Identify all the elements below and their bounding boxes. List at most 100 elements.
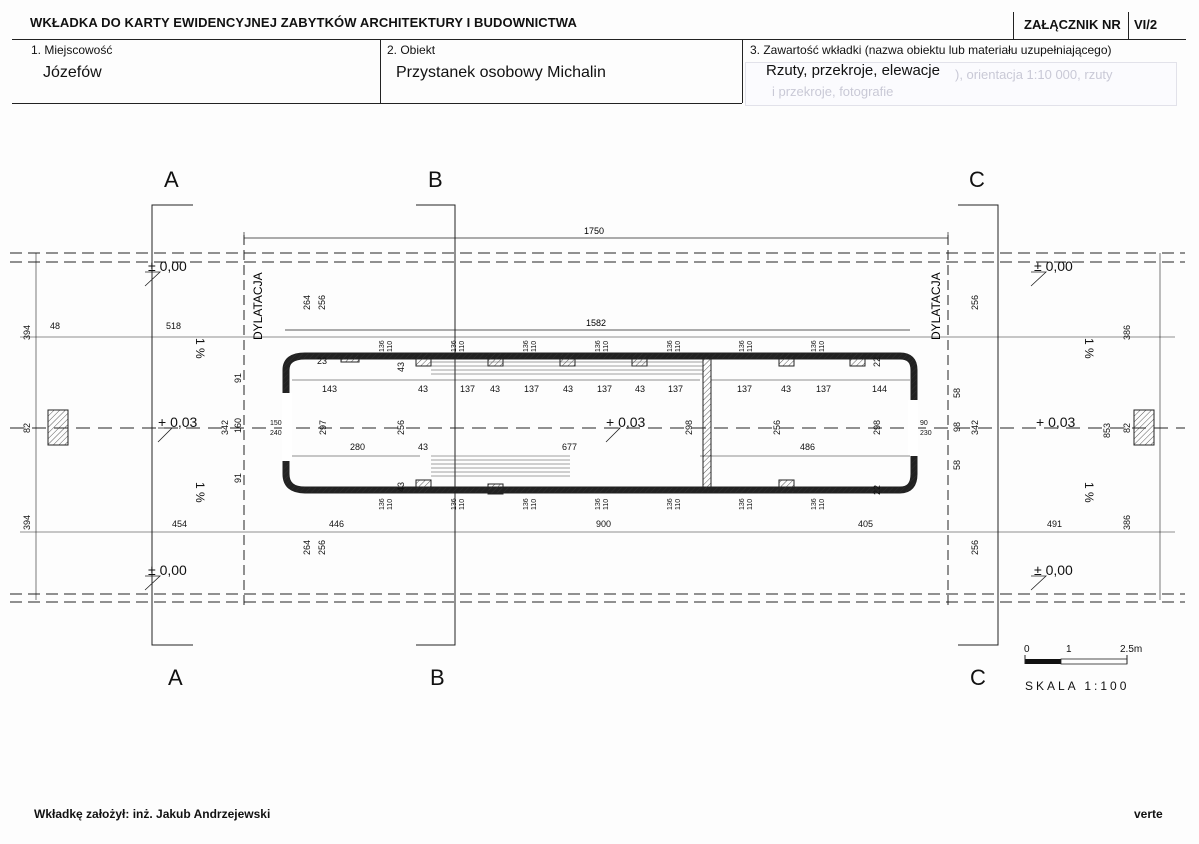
level-zero-bottom-right: ± 0,00 [1034, 562, 1073, 578]
dim-23: 23 [317, 356, 327, 366]
dim-1750: 1750 [584, 226, 604, 236]
slope-left-bottom: 1 % [193, 482, 207, 503]
header-rule [12, 39, 1186, 40]
dim-137-c: 137 [597, 384, 612, 394]
locality-label: 1. Miejscowość [31, 43, 113, 57]
annex-label: ZAŁĄCZNIK NR [1024, 17, 1121, 32]
door-left-bottom: 240 [270, 430, 282, 437]
dim-853: 853 [1102, 423, 1112, 438]
dim-43-b: 43 [490, 384, 500, 394]
pasted-label-box [745, 62, 1177, 106]
pier-label-1b: 110 [387, 341, 394, 352]
dim-491: 491 [1047, 519, 1062, 529]
pier-label-14a: 136 [811, 498, 818, 510]
dim-137-e: 137 [737, 384, 752, 394]
level-zero-bottom-left: ± 0,00 [148, 562, 187, 578]
dim-264-top: 264 [302, 295, 312, 310]
section-c-bottom: C [970, 665, 986, 690]
author-line: Wkładkę założył: inż. Jakub Andrzejewski [34, 807, 271, 821]
dim-137-b: 137 [524, 384, 539, 394]
pier-label-1a: 136 [379, 340, 386, 352]
content-faint-line-1: ), orientacja 1:10 000, rzuty [955, 67, 1113, 82]
level-zero-top-right: ± 0,00 [1034, 258, 1073, 274]
slope-right-bottom: 1 % [1082, 482, 1096, 503]
dim-43-c: 43 [563, 384, 573, 394]
scale-label: SKALA 1:100 [1025, 679, 1129, 693]
track-lines [10, 252, 1185, 603]
content-label: 3. Zawartość wkładki (nazwa obiektu lub … [750, 43, 1112, 57]
dim-298-mid: 298 [684, 420, 694, 435]
content-value: Rzuty, przekroje, elewacje [766, 62, 940, 79]
dim-1582: 1582 [586, 318, 606, 328]
pier-label-10a: 136 [523, 498, 530, 510]
slope-right-top: 1 % [1082, 338, 1096, 359]
pier-label-10b: 110 [531, 499, 538, 510]
expansion-joint-lines [243, 235, 949, 610]
dim-43-f: 43 [418, 442, 428, 452]
dim-256-mid-right: 256 [772, 420, 782, 435]
dim-256-right-top: 256 [970, 295, 980, 310]
field-divider-1 [380, 40, 381, 103]
dim-446: 446 [329, 519, 344, 529]
pier-label-4b: 110 [603, 341, 610, 352]
content-faint-line-2: i przekroje, fotografie [772, 84, 894, 99]
dim-900: 900 [596, 519, 611, 529]
pier-label-5b: 110 [675, 341, 682, 352]
dim-264-bottom: 264 [302, 540, 312, 555]
object-label: 2. Obiekt [387, 43, 436, 57]
end-bollards [47, 409, 1155, 446]
annex-number: VI/2 [1134, 17, 1158, 32]
level-platform-center: + 0,03 [606, 414, 646, 430]
pier-label-14b: 110 [819, 499, 826, 510]
dim-22-bottom: 22 [872, 485, 882, 495]
door-right-top: 90 [920, 420, 928, 427]
dim-22-top: 22 [872, 357, 882, 367]
pier-label-8a: 136 [379, 498, 386, 510]
door-right-bottom: 230 [920, 430, 932, 437]
dim-297: 297 [318, 420, 328, 435]
scale-bar [1024, 655, 1128, 665]
pier-label-13b: 110 [747, 499, 754, 510]
section-b-top: B [428, 167, 443, 192]
section-a-top: A [164, 167, 179, 192]
dim-394-top: 394 [22, 325, 32, 340]
pier-label-12a: 136 [667, 498, 674, 510]
document-title: WKŁADKA DO KARTY EWIDENCYJNEJ ZABYTKÓW A… [30, 15, 577, 30]
dim-256-right-bottom: 256 [970, 540, 980, 555]
dim-342-left: 342 [220, 420, 230, 435]
field-bottom-rule [12, 103, 742, 104]
dim-91-top: 91 [233, 373, 243, 383]
pier-label-6b: 110 [747, 341, 754, 352]
pier-label-12b: 110 [675, 499, 682, 510]
dim-137-d: 137 [668, 384, 683, 394]
dim-98: 98 [952, 422, 962, 432]
dim-58-top: 58 [952, 388, 962, 398]
pier-label-6a: 136 [739, 340, 746, 352]
scale-tick-2: 2.5m [1120, 644, 1142, 655]
pier-label-11b: 110 [603, 499, 610, 510]
slope-left-top: 1 % [193, 338, 207, 359]
overall-dimension-line [243, 232, 949, 331]
dim-143: 143 [322, 384, 337, 394]
pier-label-7a: 136 [811, 340, 818, 352]
dim-256-top: 256 [317, 295, 327, 310]
dim-394-bottom: 394 [22, 515, 32, 530]
pier-label-2b: 110 [459, 341, 466, 352]
expansion-joint-label-left: DYLATACJA [251, 272, 265, 340]
dim-256-bottom: 256 [317, 540, 327, 555]
level-platform-left: + 0,03 [158, 414, 198, 430]
dim-405: 405 [858, 519, 873, 529]
dim-280: 280 [350, 442, 365, 452]
verte-label: verte [1134, 807, 1163, 821]
field-divider-2 [742, 40, 743, 103]
pier-label-7b: 110 [819, 341, 826, 352]
dim-43-vertical-top: 43 [396, 362, 406, 372]
dim-454: 454 [172, 519, 187, 529]
pier-label-3b: 110 [531, 341, 538, 352]
annex-divider [1013, 12, 1014, 39]
pier-label-9a: 136 [451, 498, 458, 510]
section-c-top: C [969, 167, 985, 192]
dim-82-right: 82 [1122, 423, 1132, 433]
scale-tick-1: 1 [1066, 644, 1072, 655]
